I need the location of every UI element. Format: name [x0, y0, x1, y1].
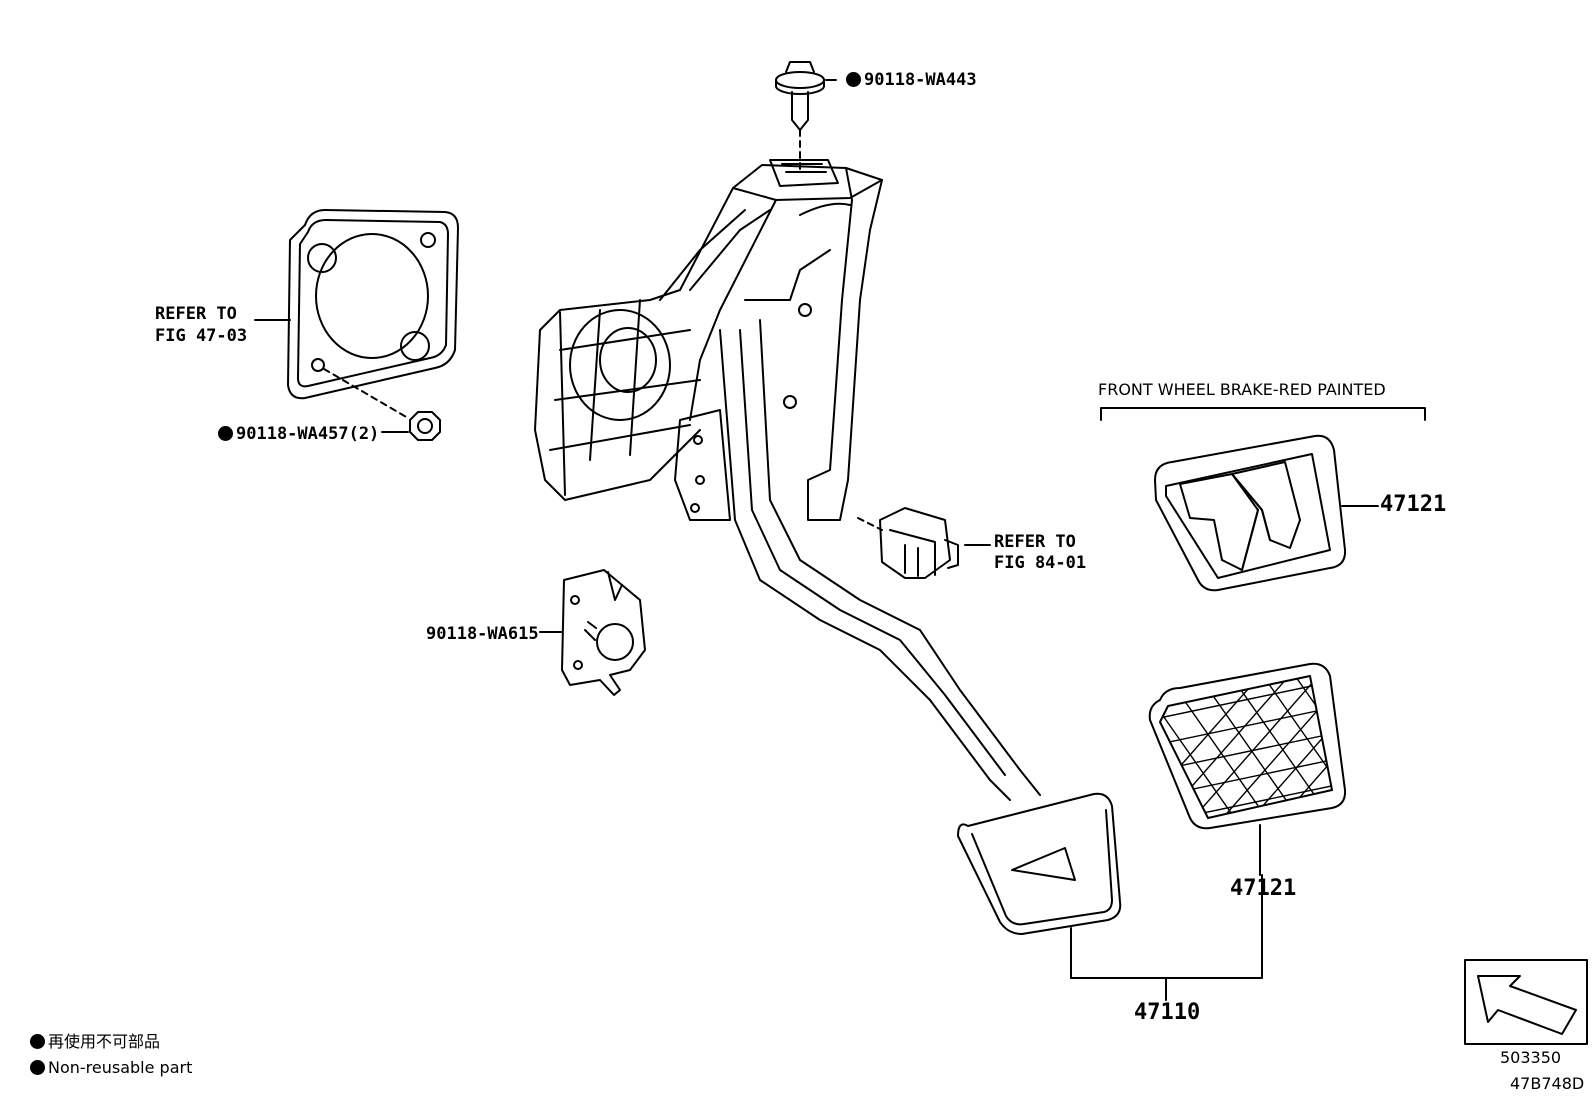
callout-refer-47-line2: FIG 47-03 [155, 326, 248, 346]
callout-bolt-top: 90118-WA443 [846, 72, 977, 89]
callout-pad-lower: 47121 [1230, 876, 1297, 901]
switch-connector-icon [857, 507, 991, 579]
clip-bracket-icon [539, 569, 646, 696]
callout-refer-84-line1: REFER TO [994, 532, 1076, 552]
orientation-box [1464, 959, 1588, 1045]
rubber-pad-icon [1148, 662, 1347, 876]
callout-nut: 90118-WA457(2) [218, 426, 379, 443]
non-reusable-dot-icon [30, 1034, 45, 1049]
flange-bolt-icon [775, 61, 837, 171]
non-reusable-dot-icon [218, 426, 233, 441]
pedal-arm [719, 319, 1041, 801]
assembly-bracket [1070, 874, 1263, 1001]
pedal-pad-icon [957, 792, 1122, 935]
callout-pedal-assy: 47110 [1134, 1000, 1201, 1025]
arrow-outline-icon [1477, 975, 1577, 1035]
callout-refer-84-line2: FIG 84-01 [994, 553, 1087, 573]
orientation-code: 503350 [1500, 1048, 1562, 1067]
pedal-bracket-assembly [534, 159, 883, 521]
callout-bracket-part: 90118-WA615 [426, 624, 539, 644]
legend-en: Non-reusable part [30, 1060, 192, 1076]
legend-jp: 再使用不可部品 [30, 1034, 160, 1050]
non-reusable-dot-icon [846, 72, 861, 87]
callout-refer-47-line1: REFER TO [155, 304, 237, 324]
diagram-code: 47B748D [1510, 1074, 1585, 1093]
red-painted-note: FRONT WHEEL BRAKE-RED PAINTED [1098, 380, 1386, 399]
red-painted-pad-icon [1100, 407, 1426, 592]
non-reusable-dot-icon [30, 1060, 45, 1075]
hex-nut-icon [381, 411, 441, 441]
callout-pad-upper: 47121 [1380, 492, 1447, 517]
gasket-plate-icon [254, 209, 459, 419]
